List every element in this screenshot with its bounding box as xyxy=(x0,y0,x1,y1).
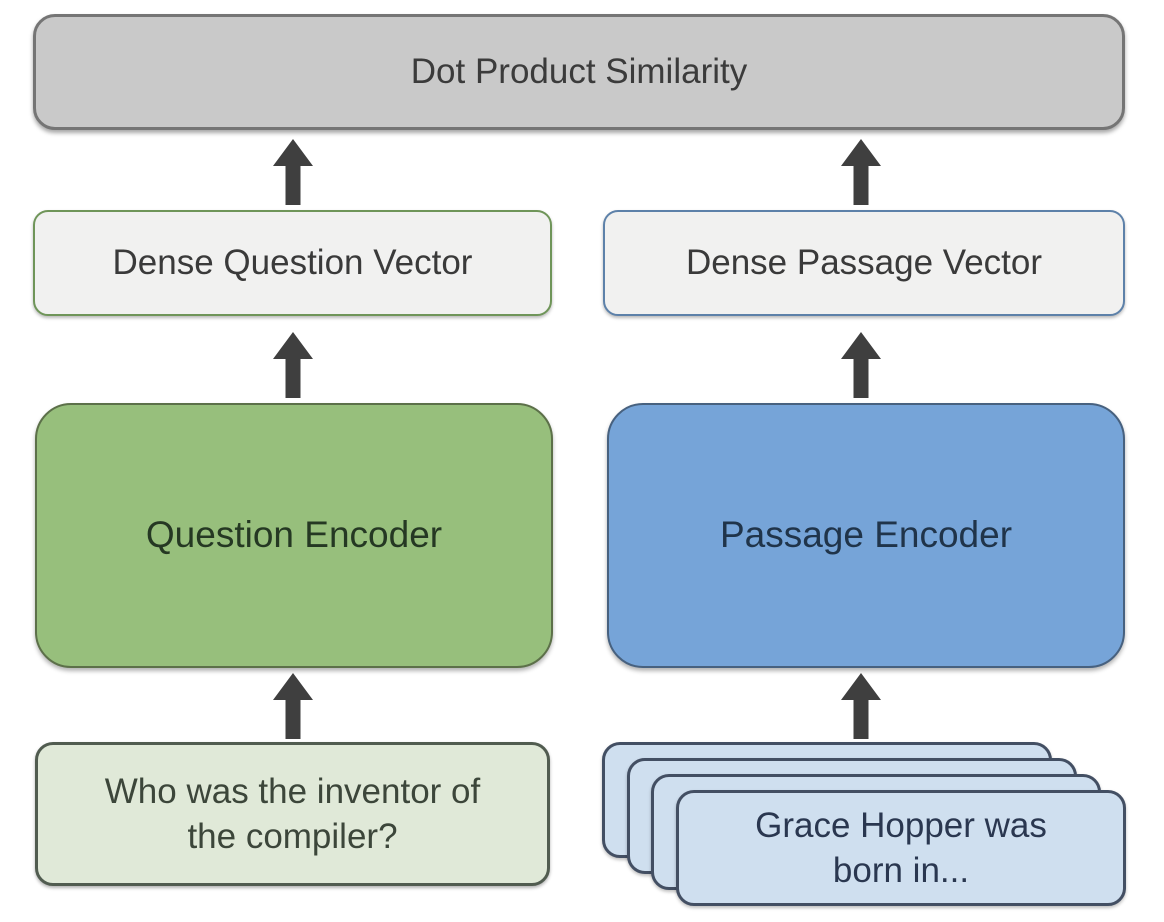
arrow-passage-input-to-encoder-icon xyxy=(841,673,881,739)
arrow-question-input-to-encoder-icon xyxy=(273,673,313,739)
passage-card-front: Grace Hopper was born in... xyxy=(676,790,1126,906)
question-input-box: Who was the inventor of the compiler? xyxy=(35,742,550,886)
arrow-question-vector-to-similarity-icon xyxy=(273,139,313,205)
arrow-passage-vector-to-similarity-icon xyxy=(841,139,881,205)
dense-passage-vector-box: Dense Passage Vector xyxy=(603,210,1125,316)
passage-encoder-box: Passage Encoder xyxy=(607,403,1125,668)
question-encoder-box: Question Encoder xyxy=(35,403,553,668)
arrow-passage-encoder-to-vector-icon xyxy=(841,332,881,398)
dot-product-similarity-box: Dot Product Similarity xyxy=(33,14,1125,130)
arrow-question-encoder-to-vector-icon xyxy=(273,332,313,398)
dense-question-vector-box: Dense Question Vector xyxy=(33,210,552,316)
